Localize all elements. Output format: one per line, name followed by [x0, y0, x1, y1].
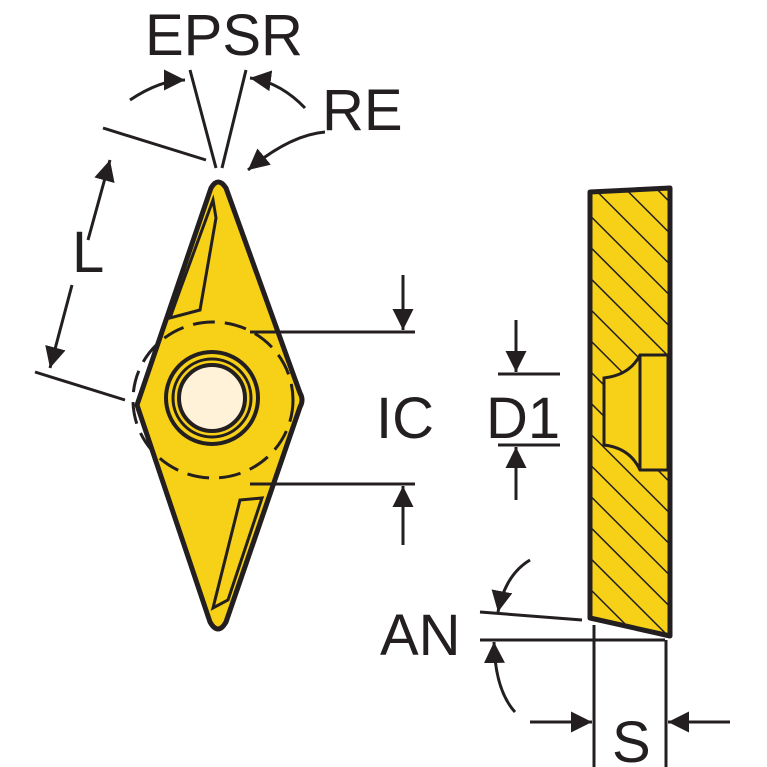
d1-dimension: [498, 320, 560, 500]
l-label: L: [72, 220, 104, 285]
chipbreaker-upper: [167, 194, 218, 321]
l-dimension: [34, 126, 207, 402]
insert-side-view: [587, 185, 673, 639]
re-label: RE: [322, 78, 403, 143]
s-label: S: [612, 710, 651, 767]
ic-dimension: [250, 275, 415, 545]
hole: [177, 363, 247, 433]
epsr-dimension: [129, 69, 326, 172]
ic-circle-dashed: [131, 320, 295, 480]
counterbore: [602, 353, 670, 472]
chipbreaker-lower: [210, 496, 265, 611]
an-dimension: [479, 558, 665, 714]
epsr-label: EPSR: [145, 3, 303, 68]
s-dimension: [530, 625, 730, 767]
d1-label: D1: [486, 386, 560, 451]
hole-mid-ring: [171, 357, 253, 439]
insert-top-view: [131, 179, 305, 632]
ic-label: IC: [376, 386, 434, 451]
an-label: AN: [380, 603, 461, 668]
